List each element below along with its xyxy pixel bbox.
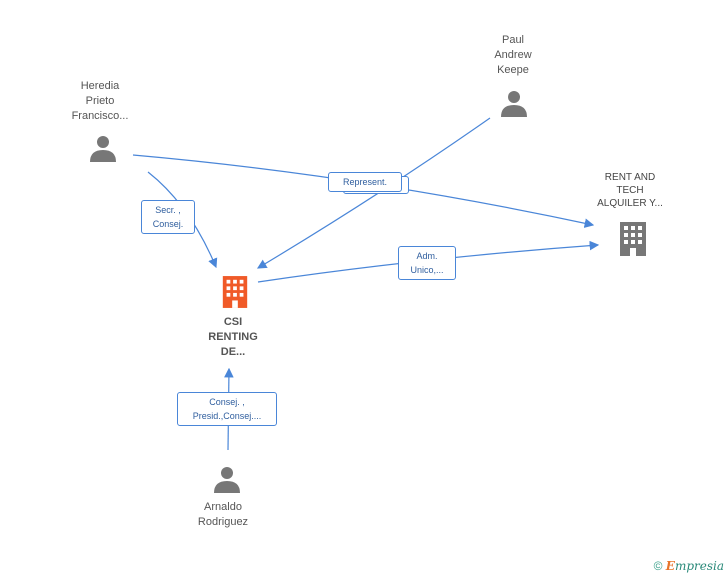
node-rent[interactable]: RENT AND TECH ALQUILER Y... bbox=[580, 171, 680, 210]
node-csi[interactable]: CSI RENTING DE... bbox=[183, 315, 283, 360]
edge-label-heredia-csi[interactable]: Secr. , Consej. bbox=[141, 200, 195, 234]
node-arnaldo-label: Arnaldo Rodriguez bbox=[197, 501, 249, 528]
building-icon[interactable] bbox=[220, 275, 250, 309]
copyright-symbol: © bbox=[653, 559, 663, 573]
node-paul-label: Paul Andrew Keepe bbox=[494, 34, 532, 76]
edge-label-csi-rent[interactable]: Adm. Unico,... bbox=[398, 246, 456, 280]
node-csi-label: CSI RENTING DE... bbox=[208, 316, 258, 358]
node-paul[interactable]: Paul Andrew Keepe bbox=[463, 33, 563, 78]
person-icon[interactable] bbox=[212, 464, 242, 494]
person-icon[interactable] bbox=[499, 88, 529, 118]
node-heredia-label: Heredia Prieto Francisco... bbox=[71, 80, 129, 122]
node-rent-label: RENT AND TECH ALQUILER Y... bbox=[597, 172, 663, 209]
empresia-logo: © Empresia bbox=[654, 559, 724, 573]
node-arnaldo[interactable]: Arnaldo Rodriguez bbox=[173, 500, 273, 530]
brand-name: Empresia bbox=[665, 559, 724, 573]
node-heredia[interactable]: Heredia Prieto Francisco... bbox=[50, 79, 150, 124]
person-icon[interactable] bbox=[88, 133, 118, 163]
edge-label-arnaldo-csi[interactable]: Consej. , Presid.,Consej.... bbox=[177, 392, 277, 426]
edge-label-paul-represent[interactable]: Represent. bbox=[328, 172, 402, 192]
building-icon[interactable] bbox=[617, 222, 649, 256]
